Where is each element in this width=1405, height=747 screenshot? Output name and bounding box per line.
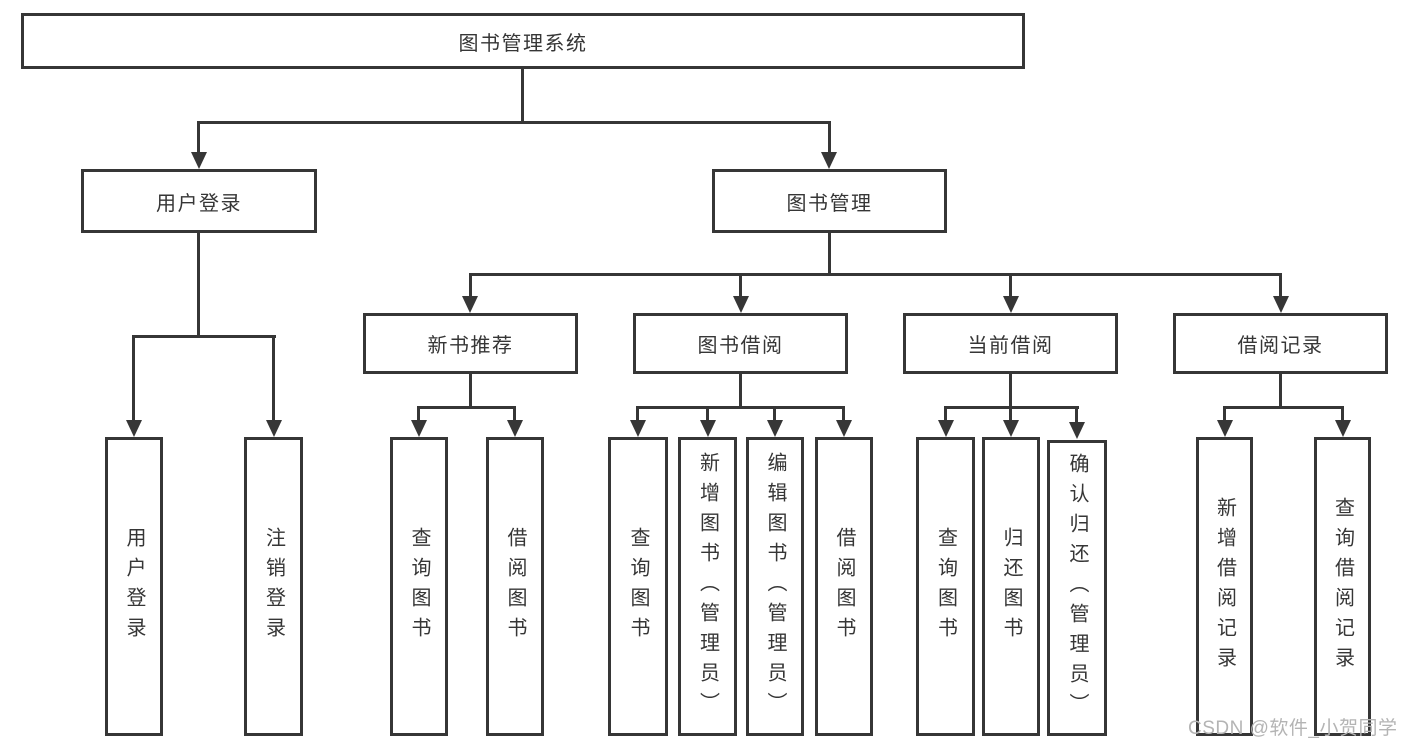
arrowhead [767,420,783,437]
leaf-edit-books-admin-label: 编辑图书（管理员） [764,451,786,722]
connector-vline [521,69,524,121]
leaf-query-books-borrowing: 查询图书 [608,437,668,736]
leaf-confirm-return-admin: 确认归还（管理员） [1047,440,1107,736]
connector-vline [1279,374,1282,406]
leaf-query-books-borrowing-label: 查询图书 [627,526,649,647]
arrowhead [733,296,749,313]
leaf-return-books-label: 归还图书 [1000,526,1022,647]
leaf-query-books-recommend-label: 查询图书 [408,526,430,647]
connector-vline [469,374,472,406]
leaf-edit-books-admin: 编辑图书（管理员） [746,437,804,736]
node-user-login: 用户登录 [81,169,317,233]
connector-vline [828,121,831,153]
connector-vline [417,406,420,421]
connector-vline [1223,406,1226,421]
leaf-user-login: 用户登录 [105,437,163,736]
connector-vline [828,233,831,273]
arrowhead [1217,420,1233,437]
arrowhead [700,420,716,437]
arrowhead [1003,296,1019,313]
leaf-query-borrow-record-label: 查询借阅记录 [1331,496,1354,677]
arrowhead [836,420,852,437]
node-current-borrowing-label: 当前借阅 [967,335,1054,357]
leaf-borrow-books-label: 借阅图书 [833,526,855,647]
connector-vline [1009,273,1012,297]
connector-vline [1009,374,1012,406]
arrowhead [630,420,646,437]
arrowhead [1003,420,1019,437]
leaf-query-books-current-label: 查询图书 [934,526,957,647]
connector-hline [469,273,1282,276]
node-book-management-label: 图书管理 [786,192,873,215]
arrowhead [126,420,142,437]
node-current-borrowing: 当前借阅 [903,313,1118,374]
connector-vline [513,406,516,421]
arrowhead [462,296,478,313]
connector-vline [272,335,275,421]
connector-vline [469,273,472,297]
leaf-user-login-label: 用户登录 [123,526,145,647]
leaf-add-borrow-record: 新增借阅记录 [1196,437,1253,736]
node-book-borrowing: 图书借阅 [633,313,848,374]
node-borrowing-records-label: 借阅记录 [1237,335,1324,357]
connector-vline [197,233,200,335]
node-new-book-recommend-label: 新书推荐 [427,335,514,357]
leaf-borrow-books: 借阅图书 [815,437,873,736]
node-book-management: 图书管理 [712,169,947,233]
connector-vline [842,406,845,421]
connector-vline [1279,273,1282,297]
leaf-add-borrow-record-label: 新增借阅记录 [1213,496,1236,677]
connector-vline [1075,406,1078,423]
connector-vline [706,406,709,421]
connector-vline [1009,406,1012,421]
leaf-logout-label: 注销登录 [262,526,285,647]
node-user-login-label: 用户登录 [156,192,242,215]
leaf-return-books: 归还图书 [982,437,1040,736]
leaf-add-books-admin: 新增图书（管理员） [678,437,737,736]
arrowhead [411,420,427,437]
connector-vline [739,374,742,406]
arrowhead [1069,422,1085,439]
node-book-borrowing-label: 图书借阅 [697,335,784,357]
arrowhead [938,420,954,437]
leaf-borrow-books-recommend: 借阅图书 [486,437,544,736]
arrowhead [507,420,523,437]
node-new-book-recommend: 新书推荐 [363,313,578,374]
connector-hline [197,121,831,124]
leaf-logout: 注销登录 [244,437,303,736]
connector-vline [944,406,947,421]
node-borrowing-records: 借阅记录 [1173,313,1388,374]
leaf-query-borrow-record: 查询借阅记录 [1314,437,1371,736]
connector-vline [1341,406,1344,421]
connector-vline [197,121,200,153]
leaf-add-books-admin-label: 新增图书（管理员） [696,451,719,722]
connector-vline [636,406,639,421]
connector-hline [417,406,516,409]
arrowhead [821,152,837,169]
node-root: 图书管理系统 [21,13,1025,69]
leaf-query-books-recommend: 查询图书 [390,437,448,736]
connector-hline [636,406,845,409]
leaf-query-books-current: 查询图书 [916,437,975,736]
arrowhead [1335,420,1351,437]
leaf-borrow-books-recommend-label: 借阅图书 [504,526,526,647]
connector-vline [132,335,135,421]
connector-vline [739,273,742,297]
csdn-watermark: CSDN @软件_小贺同学 [1188,718,1398,739]
arrowhead [191,152,207,169]
connector-vline [773,406,776,421]
connector-hline [1223,406,1344,409]
arrowhead [1273,296,1289,313]
node-root-label: 图书管理系统 [458,32,588,55]
arrowhead [266,420,282,437]
leaf-confirm-return-admin-label: 确认归还（管理员） [1066,453,1088,723]
connector-hline [132,335,276,338]
